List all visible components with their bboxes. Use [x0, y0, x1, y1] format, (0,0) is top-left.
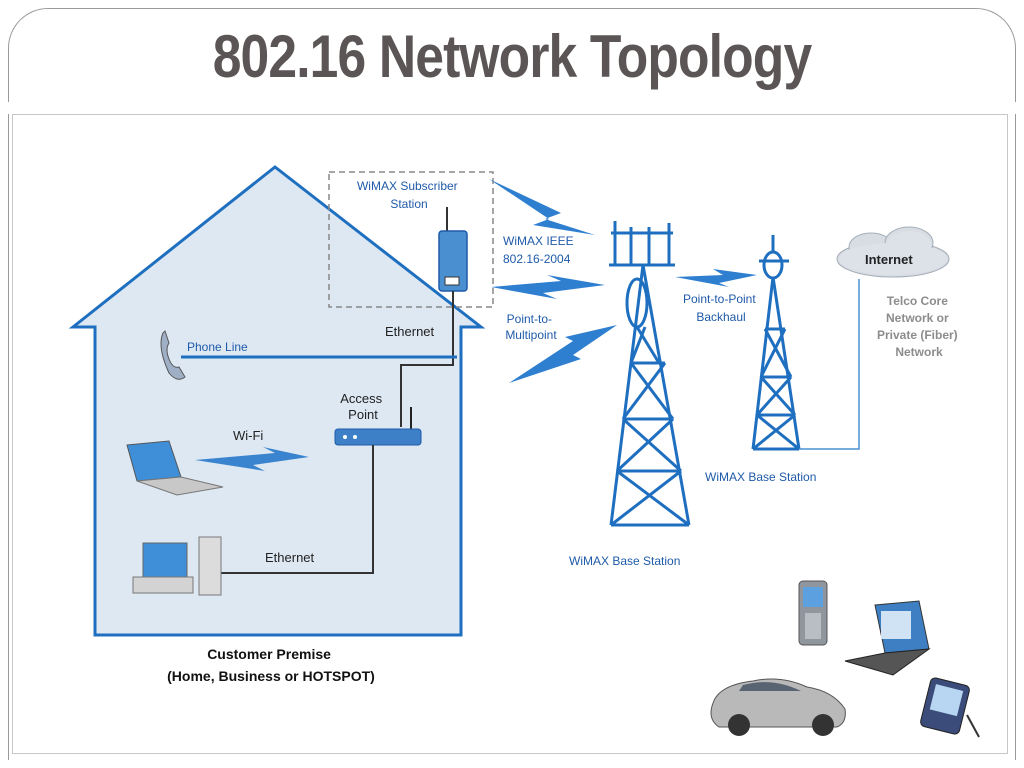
ethernet-label-bottom: Ethernet — [265, 550, 315, 565]
house-shape — [68, 165, 486, 637]
access-point-icon — [334, 407, 422, 446]
phone-line-label: Phone Line — [187, 340, 248, 354]
subscriber-device-icon — [438, 207, 468, 292]
radio-link-backhaul — [675, 269, 757, 287]
notebook-icon — [844, 600, 931, 676]
base-station-tower-left — [609, 221, 691, 527]
radio-link-middle — [491, 275, 605, 299]
radio-link-lower — [509, 325, 617, 383]
base-station-left-label: WiMAX Base Station — [569, 554, 680, 568]
base-station-tower-right — [751, 235, 801, 451]
base-station-right-label: WiMAX Base Station — [705, 470, 816, 484]
frame-gap — [0, 102, 1024, 114]
phone-icon — [160, 330, 186, 380]
slide-frame — [8, 8, 1016, 760]
telco-label: Telco Core Network or Private (Fiber) Ne… — [877, 294, 961, 359]
slide-title: 802.16 Network Topology — [212, 23, 812, 90]
ethernet-label-top: Ethernet — [385, 324, 435, 339]
internet-label: Internet — [865, 252, 913, 267]
point-to-multipoint-label: Point-to- Multipoint — [505, 312, 557, 342]
desktop-icon — [132, 536, 222, 596]
access-point-label: Access Point — [340, 391, 386, 422]
subscriber-station-label: WiMAX Subscriber Station — [357, 179, 461, 211]
backhaul-label: Point-to-Point Backhaul — [683, 292, 759, 324]
network-diagram: WiMAX Subscriber Station Ethernet Phone … — [12, 114, 1008, 754]
ieee-label: WiMAX IEEE 802.16-2004 — [503, 234, 577, 266]
diagram-svg: WiMAX Subscriber Station Ethernet Phone … — [68, 165, 980, 738]
ethernet-cable-bottom — [221, 445, 374, 574]
laptop-icon — [126, 440, 224, 496]
customer-premise-label: Customer Premise (Home, Business or HOTS… — [167, 646, 375, 684]
internet-cloud-icon — [836, 226, 950, 278]
wifi-bolt — [195, 447, 309, 471]
pda-icon — [920, 677, 980, 738]
mobile-phone-icon — [798, 580, 828, 646]
subscriber-station-box — [328, 171, 494, 308]
wifi-label: Wi-Fi — [233, 428, 263, 443]
fiber-link — [799, 279, 860, 450]
radio-link-upper — [489, 179, 595, 235]
car-icon — [710, 678, 846, 736]
ethernet-cable-top — [400, 291, 454, 427]
